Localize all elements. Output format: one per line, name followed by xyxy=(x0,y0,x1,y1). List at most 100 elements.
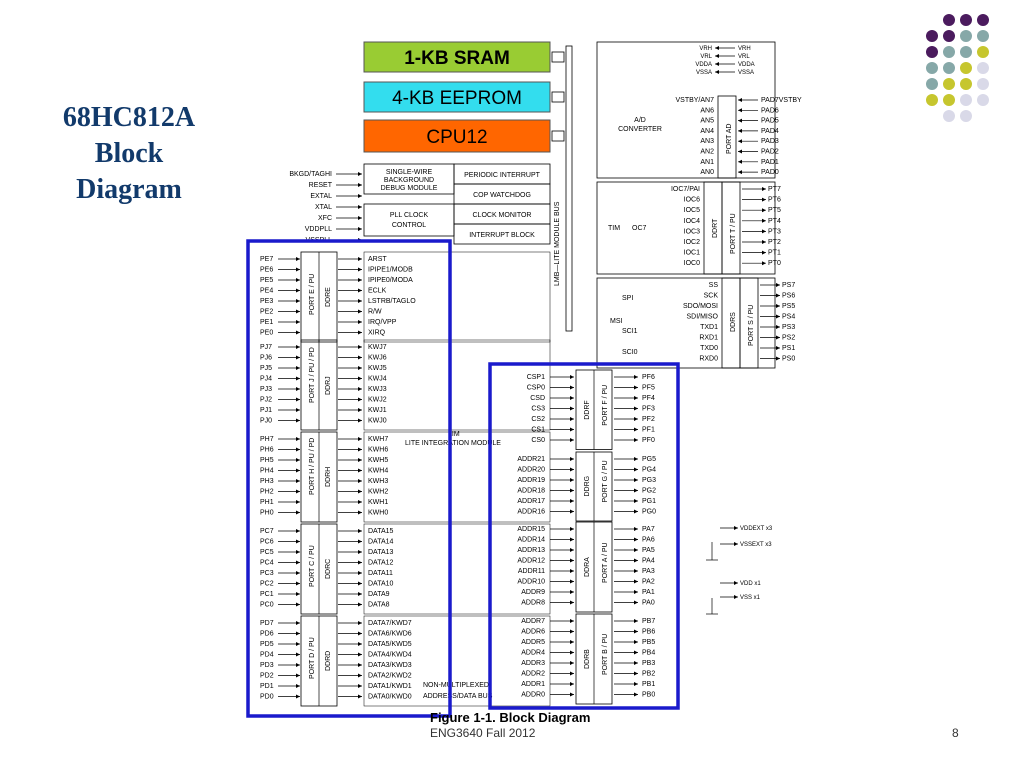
decorative-dot xyxy=(943,14,955,26)
pin-port_c-1: PC6 xyxy=(260,539,274,546)
pin-arrow-port_h-2-head xyxy=(296,458,300,462)
tim-arrow-2-head xyxy=(762,208,766,213)
sig-port_h-1: KWH6 xyxy=(368,447,388,454)
pin-port_e-1: PE6 xyxy=(260,267,273,274)
pin-arrow-port_b-1-head xyxy=(634,629,638,634)
sig-arrow-port_f-1-head xyxy=(570,385,574,390)
sig-port_a-4: ADDR11 xyxy=(518,568,545,575)
sig-arrow-port_d-3-head xyxy=(358,652,362,657)
sig-port_c-1: DATA14 xyxy=(368,539,394,546)
pin-arrow-port_b-6-head xyxy=(634,682,638,686)
sig-port_a-7: ADDR8 xyxy=(521,600,545,607)
pin-arrow-port_a-0-head xyxy=(634,527,638,531)
sig-arrow-port_f-4-head xyxy=(570,417,574,421)
pin-port_b-4: PB3 xyxy=(642,660,655,667)
pin-arrow-port_c-0-head xyxy=(296,529,300,533)
atd-pad-arrow-2-head xyxy=(738,118,742,123)
sig-port_c-7: DATA8 xyxy=(368,602,390,609)
sig-port_e-5: R/W xyxy=(368,309,382,316)
power-label-3: VSS x1 xyxy=(740,595,761,601)
sig-arrow-port_a-6-head xyxy=(570,590,574,594)
title-line-1: 68HC812A xyxy=(62,102,196,133)
pin-arrow-port_e-2-head xyxy=(296,278,300,282)
sig-port_j-3: KWJ4 xyxy=(368,376,387,383)
pin-port_a-7: PA0 xyxy=(642,600,655,607)
pll-text-0: PLL CLOCK xyxy=(390,212,429,219)
port-name-port_a: PORT A / PU xyxy=(602,542,609,583)
pin-port_b-0: PB7 xyxy=(642,618,655,625)
lim-column-port_c xyxy=(363,523,551,615)
pin-arrow-port_f-2-head xyxy=(634,396,638,400)
decorative-dot xyxy=(960,46,972,58)
port-name-port_d: PORT D / PU xyxy=(309,637,316,679)
tim-arrow-5-head xyxy=(762,240,766,244)
pin-arrow-port_b-3-head xyxy=(634,650,638,655)
decorative-dot xyxy=(960,30,972,42)
pin-port_h-3: PH4 xyxy=(260,468,274,475)
tim-block xyxy=(596,181,776,275)
port-name-port_c: PORT C / PU xyxy=(309,545,316,587)
sig-arrow-port_g-5-head xyxy=(570,509,574,514)
tim-oc7: OC7 xyxy=(632,225,647,232)
atd-an-2: AN5 xyxy=(700,118,714,125)
sig-arrow-port_c-5-head xyxy=(358,581,362,586)
lim-column-port_d xyxy=(363,615,551,707)
spi-sci-block xyxy=(596,277,776,369)
pin-port_j-0: PJ7 xyxy=(260,344,272,351)
atd-ref-arrow-2-head xyxy=(715,62,719,66)
pin-arrow-port_a-3-head xyxy=(634,558,638,563)
port-name-port_b: PORT B / PU xyxy=(602,634,609,675)
pin-port_c-3: PC4 xyxy=(260,560,274,567)
atd-ref-arrow-0-head xyxy=(715,46,719,50)
pin-arrow-port_e-7-head xyxy=(296,330,300,335)
atd-pad-arrow-5-head xyxy=(738,149,742,154)
pin-port_g-2: PG3 xyxy=(642,477,656,484)
sig-arrow-port_a-5-head xyxy=(570,579,574,584)
tim-pin-0: PT7 xyxy=(768,186,781,193)
sig-arrow-port_e-4-head xyxy=(358,299,362,303)
pin-arrow-port_g-1-head xyxy=(634,467,638,472)
decorative-dot xyxy=(960,110,972,122)
sig-port_f-6: CS0 xyxy=(531,437,545,444)
pin-port_j-1: PJ6 xyxy=(260,355,272,362)
pin-arrow-port_h-5-head xyxy=(296,489,300,494)
ddr-name-port_e: DDRE xyxy=(325,287,332,307)
sig-port_b-5: ADDR2 xyxy=(521,671,545,678)
sig-arrow-port_e-0-head xyxy=(358,257,362,261)
eeprom-label: 4-KB EEPROM xyxy=(392,88,522,109)
sig-port_f-1: CSP0 xyxy=(527,385,545,392)
tim-pin-6: PT1 xyxy=(768,250,781,257)
tim-ioc-4: IOC3 xyxy=(684,228,700,235)
sig-port_d-3: DATA4/KWD4 xyxy=(368,652,412,659)
port-name-port_j: PORT J / PU / PD xyxy=(309,347,316,403)
decorative-dot xyxy=(943,30,955,42)
ddr-name-port_j: DDRJ xyxy=(325,376,332,395)
atd-title-0: A/D xyxy=(634,117,646,124)
sci0-label: SCI0 xyxy=(622,349,638,356)
pin-port_f-5: PF1 xyxy=(642,427,655,434)
sig-arrow-port_j-2-head xyxy=(358,366,362,370)
sig-arrow-port_e-2-head xyxy=(358,278,362,282)
pin-arrow-port_j-1-head xyxy=(296,355,300,360)
tim-arrow-4-head xyxy=(762,229,766,234)
sig-port_h-0: KWH7 xyxy=(368,436,388,443)
tim-ioc-0: IOC7/PAI xyxy=(671,186,700,193)
sig-arrow-port_h-6-head xyxy=(358,500,362,504)
spi-pin-0: PS7 xyxy=(782,282,795,289)
atd-ref-arrow-1-head xyxy=(715,54,719,58)
sig-port_g-4: ADDR17 xyxy=(517,498,545,505)
sig-port_d-4: DATA3/KWD3 xyxy=(368,662,412,669)
sig-arrow-port_c-4-head xyxy=(358,571,362,575)
sig-arrow-port_g-2-head xyxy=(570,478,574,482)
pin-port_d-2: PD5 xyxy=(260,641,274,648)
atd-pad-arrow-3-head xyxy=(738,128,742,133)
sig-arrow-port_b-4-head xyxy=(570,661,574,665)
pin-port_j-3: PJ4 xyxy=(260,376,272,383)
spi-pin-7: PS0 xyxy=(782,356,795,363)
cpu-block xyxy=(363,119,551,153)
sig-port_j-1: KWJ6 xyxy=(368,355,387,362)
top-left-pin-3: XTAL xyxy=(315,204,332,211)
pin-port_d-4: PD3 xyxy=(260,662,274,669)
sig-port_c-0: DATA15 xyxy=(368,528,394,535)
bus-connector-arrow xyxy=(551,51,565,63)
